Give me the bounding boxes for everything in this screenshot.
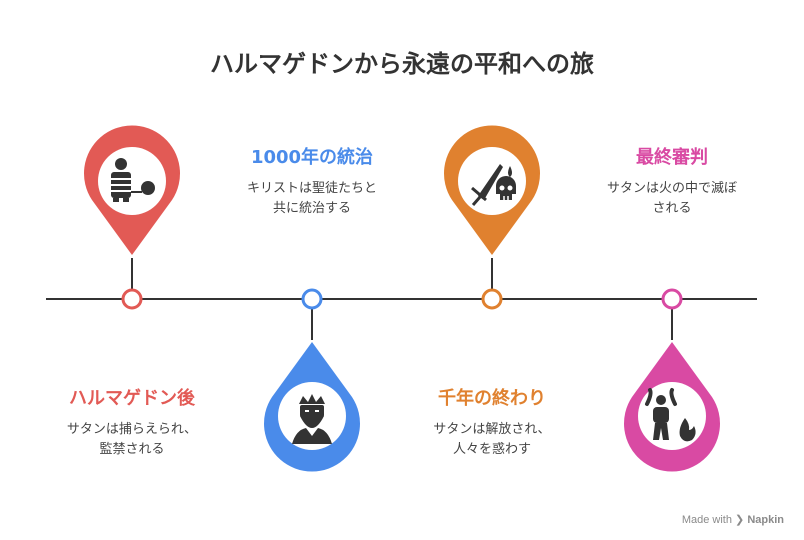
event-2-desc: キリストは聖徒たちと 共に統治する (212, 179, 412, 219)
event-3-dot (481, 288, 503, 310)
event-4-desc-line-2: される (652, 201, 692, 216)
figure-fire-icon (645, 388, 696, 442)
king-icon (292, 394, 332, 444)
event-4-dot (661, 288, 683, 310)
event-3-desc-line-1: サタンは解放され、 (433, 422, 551, 437)
footer-brand: Napkin (747, 514, 784, 526)
event-1-label: ハルマゲドン後 (69, 388, 195, 409)
event-4-marker (624, 288, 720, 472)
page-title: ハルマゲドンから永遠の平和への旅 (210, 50, 594, 78)
footer-attribution: Made with ❯ Napkin (682, 513, 784, 526)
event-2-desc-line-1: キリストは聖徒たちと (246, 181, 377, 196)
event-4-desc: サタンは火の中で滅ぼ される (572, 179, 772, 219)
event-1-desc: サタンは捕らえられ、 監禁される (32, 420, 232, 460)
event-3-label: 千年の終わり (438, 388, 546, 409)
event-3-desc-line-2: 人々を惑わす (452, 442, 531, 457)
event-1-desc-line-1: サタンは捕らえられ、 (66, 422, 198, 437)
event-4-desc-line-1: サタンは火の中で滅ぼ (606, 181, 737, 196)
event-1-desc-line-2: 監禁される (99, 442, 165, 457)
event-2-label: 1000年の統治 (250, 147, 374, 168)
event-2-desc-line-2: 共に統治する (272, 201, 351, 216)
event-3-desc: サタンは解放され、 人々を惑わす (392, 420, 592, 460)
sword-skull-icon (471, 164, 516, 206)
event-1-marker (84, 125, 180, 310)
event-4-label: 最終審判 (636, 147, 708, 168)
napkin-logo-icon: ❯ (735, 514, 745, 526)
event-3-marker (443, 125, 540, 310)
footer-made-with: Made with (681, 514, 732, 526)
event-1-dot (121, 288, 143, 310)
event-2-dot (301, 288, 323, 310)
prisoner-icon (111, 158, 155, 202)
event-2-marker (264, 288, 360, 472)
